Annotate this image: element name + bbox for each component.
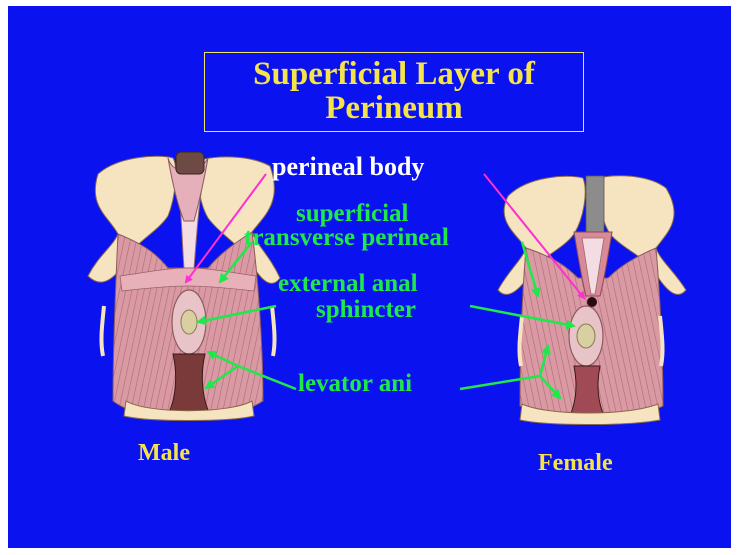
transverse-perineal-label: transverse perineal bbox=[244, 226, 449, 250]
title-box: Superficial Layer of Perineum bbox=[204, 52, 584, 132]
perineal-body-label: perineal body bbox=[272, 152, 424, 182]
sphincter-label: sphincter bbox=[316, 298, 416, 322]
title-line-1: Superficial Layer of bbox=[205, 57, 583, 91]
male-label: Male bbox=[138, 440, 190, 467]
title-line-2: Perineum bbox=[205, 91, 583, 125]
female-label: Female bbox=[538, 450, 613, 477]
external-anal-label: external anal bbox=[278, 272, 418, 296]
levator-ani-label: levator ani bbox=[298, 372, 412, 396]
slide: Superficial Layer of Perineum perineal b… bbox=[8, 6, 731, 548]
male-perineum-illustration bbox=[88, 152, 280, 421]
female-perineum-illustration bbox=[498, 176, 686, 425]
superficial-label: superficial bbox=[296, 202, 409, 226]
